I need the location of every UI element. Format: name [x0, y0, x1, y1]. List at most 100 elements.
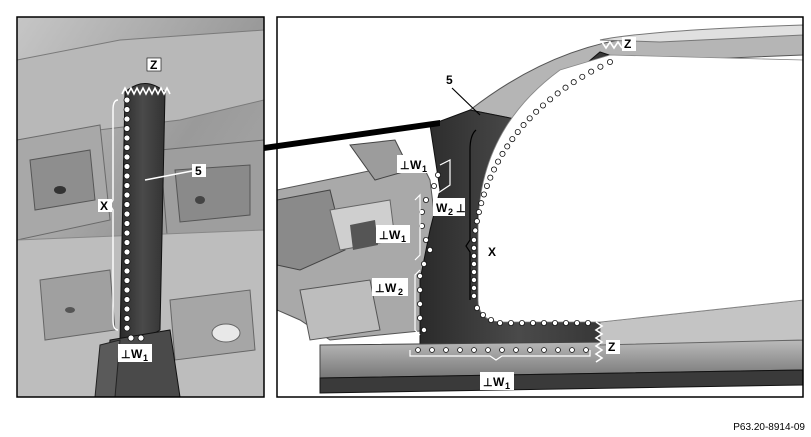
spot-weld — [127, 334, 135, 342]
spot-weld — [588, 68, 595, 75]
spot-weld — [123, 248, 131, 256]
svg-text:W: W — [493, 375, 505, 389]
svg-text:W: W — [389, 228, 401, 242]
svg-text:Z: Z — [608, 340, 615, 354]
spot-weld — [123, 163, 131, 170]
spot-weld — [123, 125, 131, 132]
spot-weld — [547, 96, 554, 103]
spot-weld — [457, 347, 463, 353]
svg-text:1: 1 — [401, 234, 406, 244]
spot-weld — [415, 347, 421, 353]
spot-weld — [499, 150, 506, 157]
spot-weld — [514, 128, 521, 135]
label-w1-middle: ⊥ W 1 — [376, 225, 410, 244]
spot-weld-row-x-right — [415, 59, 614, 353]
detail-panel-border — [16, 16, 265, 398]
spot-weld — [475, 209, 482, 216]
svg-text:2: 2 — [448, 207, 453, 217]
spot-weld — [574, 319, 581, 326]
spot-weld — [499, 347, 505, 353]
spot-weld — [583, 347, 589, 353]
spot-weld — [420, 326, 427, 333]
spot-weld — [563, 319, 570, 326]
spot-weld — [585, 319, 592, 326]
spot-weld — [504, 143, 511, 150]
spot-weld — [562, 84, 569, 91]
spot-weld — [579, 73, 586, 80]
spot-weld — [123, 201, 131, 208]
svg-text:X: X — [100, 199, 108, 213]
svg-text:1: 1 — [422, 164, 427, 174]
spot-weld — [123, 296, 131, 303]
svg-text:⊥: ⊥ — [121, 349, 131, 361]
label-x-right: X — [488, 245, 496, 259]
spot-weld — [495, 158, 502, 165]
spot-weld — [552, 319, 559, 326]
spot-weld — [491, 166, 498, 173]
spot-weld — [487, 174, 494, 181]
spot-weld — [123, 182, 131, 189]
spot-weld — [426, 246, 433, 253]
seam-z-rear — [594, 321, 604, 363]
spot-weld — [123, 134, 131, 142]
spot-weld — [570, 79, 577, 86]
svg-text:Z: Z — [150, 58, 157, 72]
overview-panel-right — [277, 17, 803, 397]
spot-weld — [607, 59, 614, 66]
svg-text:5: 5 — [446, 73, 453, 87]
svg-text:⊥: ⊥ — [483, 377, 493, 389]
spot-weld-row-x-left — [123, 96, 145, 342]
spot-weld — [513, 347, 519, 353]
svg-text:W: W — [385, 281, 397, 295]
spot-weld — [470, 236, 477, 243]
svg-text:5: 5 — [195, 164, 202, 178]
svg-text:Z: Z — [624, 37, 631, 51]
seam-z-top-left — [121, 86, 171, 96]
label-w2-lower: ⊥ W 2 — [372, 278, 408, 297]
label-z-left: Z — [146, 57, 162, 72]
svg-text:1: 1 — [143, 353, 148, 363]
spot-weld — [597, 63, 604, 70]
svg-text:⊥: ⊥ — [456, 203, 466, 215]
spot-weld — [496, 319, 503, 326]
spot-weld — [530, 319, 537, 326]
spot-weld — [416, 314, 423, 321]
seam-z-roof — [601, 40, 623, 50]
spot-weld — [123, 115, 131, 123]
spot-weld — [422, 196, 429, 203]
spot-weld — [123, 172, 131, 180]
spot-weld — [483, 182, 490, 189]
spot-weld — [519, 319, 526, 326]
spot-weld — [123, 267, 131, 275]
spot-weld — [527, 347, 533, 353]
label-5-left: 5 — [192, 164, 206, 178]
svg-text:⊥: ⊥ — [375, 283, 385, 295]
label-z-rear: Z — [606, 340, 620, 354]
spot-weld — [480, 191, 487, 198]
spot-weld — [554, 90, 561, 97]
spot-weld — [416, 272, 423, 279]
spot-weld — [485, 347, 491, 353]
spot-weld — [430, 182, 437, 189]
spot-weld — [123, 305, 131, 313]
spot-weld — [123, 277, 131, 284]
spot-weld — [472, 227, 479, 234]
overview-panel-border — [276, 16, 804, 398]
spot-weld — [470, 292, 477, 299]
spot-weld — [429, 347, 435, 353]
spot-weld — [473, 304, 480, 311]
label-w1-upper: ⊥ W 1 — [397, 155, 429, 174]
spot-weld — [509, 136, 516, 143]
spot-weld — [479, 311, 486, 318]
spot-weld — [471, 347, 477, 353]
spot-weld — [470, 252, 477, 259]
spot-weld — [507, 319, 514, 326]
spot-weld — [123, 153, 131, 161]
svg-text:W: W — [131, 347, 143, 361]
detail-callout-connector — [264, 120, 440, 151]
spot-weld — [422, 236, 429, 243]
spot-weld — [123, 144, 131, 151]
spot-weld — [137, 334, 145, 342]
spot-weld — [533, 108, 540, 115]
spot-weld — [541, 347, 547, 353]
